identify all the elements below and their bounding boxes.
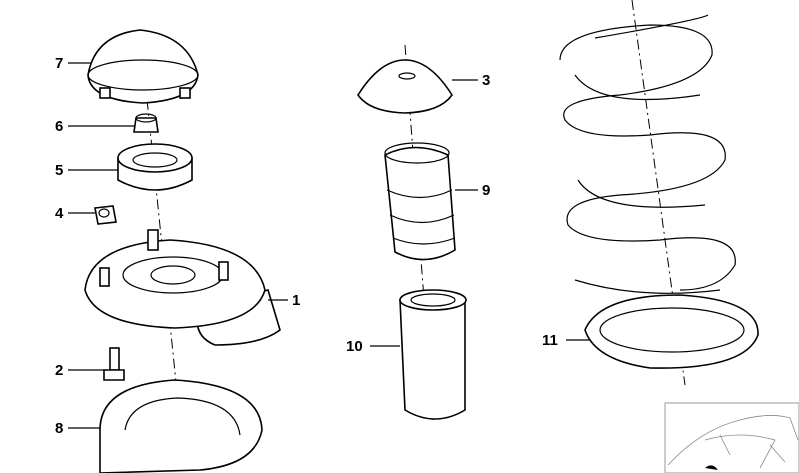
vehicle-location-thumbnail <box>664 402 799 473</box>
label-5: 5 <box>55 162 63 179</box>
part-11-coil-spring[interactable] <box>559 14 736 294</box>
label-4: 4 <box>55 205 64 222</box>
label-11: 11 <box>542 332 558 349</box>
label-2: 2 <box>55 362 63 379</box>
label-6: 6 <box>55 118 63 135</box>
part-10-dust-boot[interactable] <box>399 289 467 420</box>
part-8-spring-pad[interactable] <box>99 379 263 473</box>
label-3: 3 <box>482 72 490 89</box>
part-11-spring-seat[interactable] <box>584 294 759 369</box>
part-6-nut[interactable] <box>133 113 159 133</box>
label-8: 8 <box>55 420 63 437</box>
label-7: 7 <box>55 55 63 72</box>
part-5-bearing[interactable] <box>117 143 193 191</box>
part-4-nut[interactable] <box>94 205 117 225</box>
part-1-mount[interactable] <box>84 229 281 346</box>
part-7-cap[interactable] <box>87 29 199 104</box>
label-9: 9 <box>482 182 490 199</box>
leader-lines <box>68 62 590 429</box>
part-3-plate[interactable] <box>357 59 453 114</box>
label-10: 10 <box>346 338 363 355</box>
part-2-bolt[interactable] <box>103 347 125 381</box>
label-1: 1 <box>292 292 300 309</box>
part-9-bump-stop[interactable] <box>384 142 456 261</box>
